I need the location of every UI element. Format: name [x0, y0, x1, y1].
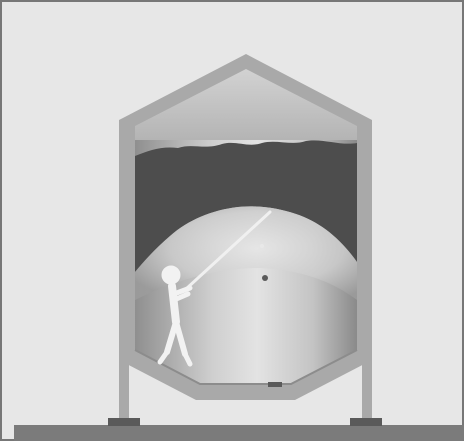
- left-leg: [119, 360, 129, 422]
- right-foot-pad: [350, 418, 382, 426]
- ground: [14, 425, 464, 441]
- right-leg: [362, 360, 372, 422]
- falling-particle-icon: [260, 244, 264, 248]
- discharge-gate: [268, 382, 282, 387]
- left-foot-pad: [108, 418, 140, 426]
- falling-particle-icon: [262, 275, 268, 281]
